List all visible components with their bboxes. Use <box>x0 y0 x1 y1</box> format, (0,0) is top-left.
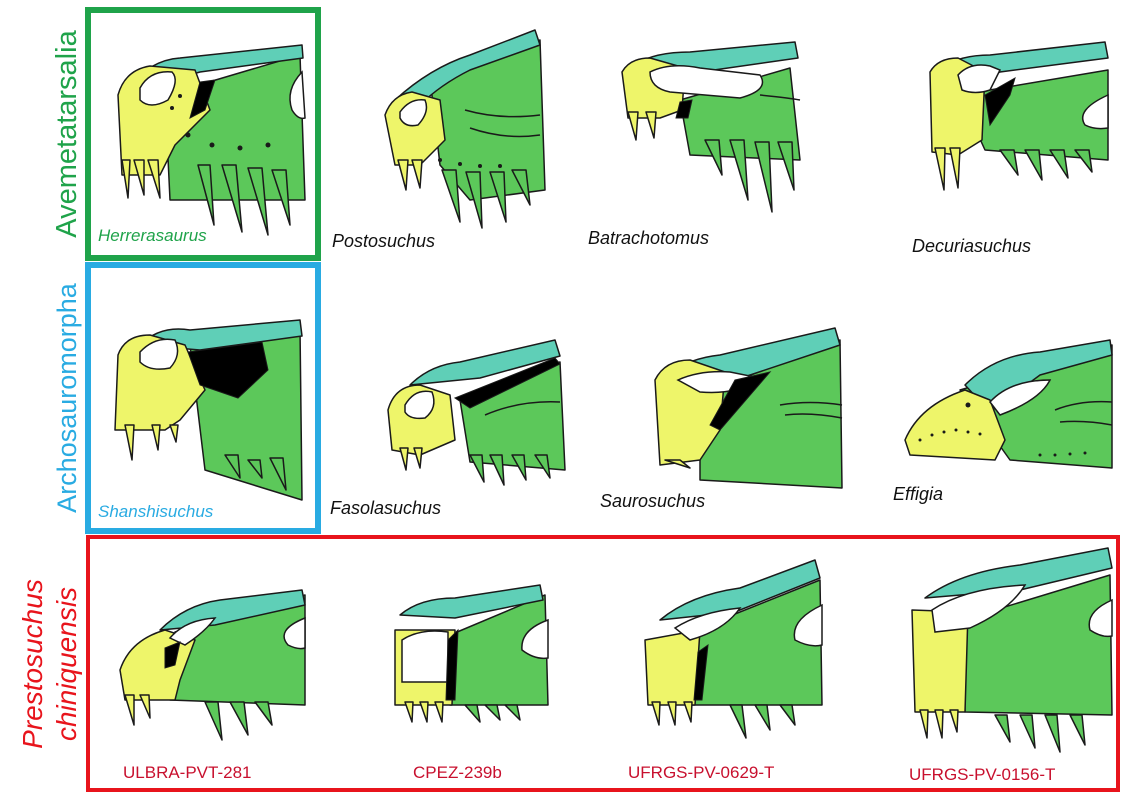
specimen-ufrgs-pv-0156-t-label: UFRGS-PV-0156-T <box>909 765 1055 784</box>
fasolasuchus-label: Fasolasuchus <box>330 498 441 518</box>
effigia-label: Effigia <box>893 484 943 504</box>
herrerasaurus-label: Herrerasaurus <box>98 226 207 245</box>
skull-decuriasuchus <box>930 42 1108 190</box>
avemetatarsalia-label: Avemetatarsalia <box>51 29 83 237</box>
decuriasuchus-label: Decuriasuchus <box>912 236 1031 256</box>
specimen-ufrgs-pv-0629-t-label: UFRGS-PV-0629-T <box>628 763 774 782</box>
prestosuchus-label-line1: Prestosuchus <box>17 579 48 749</box>
specimen-cpez-239b-label: CPEZ-239b <box>413 763 502 782</box>
skull-shanshisuchus <box>115 320 302 500</box>
skull-ulbra-pvt-281 <box>120 590 305 740</box>
skull-batrachotomus <box>622 42 800 212</box>
specimen-ulbra-pvt-281-label: ULBRA-PVT-281 <box>123 763 252 782</box>
shanshisuchus-label: Shanshisuchus <box>98 502 214 521</box>
skull-ufrgs-pv-0156-t <box>912 548 1112 752</box>
skull-herrerasaurus <box>118 45 305 235</box>
skull-cpez-239b <box>395 585 548 722</box>
skull-postosuchus <box>385 30 545 228</box>
postosuchus-label: Postosuchus <box>332 231 435 251</box>
skull-ufrgs-pv-0629-t <box>645 560 822 738</box>
batrachotomus-label: Batrachotomus <box>588 228 709 248</box>
prestosuchus-label-line2: chiniquensis <box>51 587 82 741</box>
saurosuchus-label: Saurosuchus <box>600 491 705 511</box>
archosauromorpha-label: Archosauromorpha <box>52 282 82 513</box>
skull-saurosuchus <box>655 328 842 488</box>
skull-fasolasuchus <box>388 340 565 485</box>
skull-effigia <box>905 340 1112 468</box>
